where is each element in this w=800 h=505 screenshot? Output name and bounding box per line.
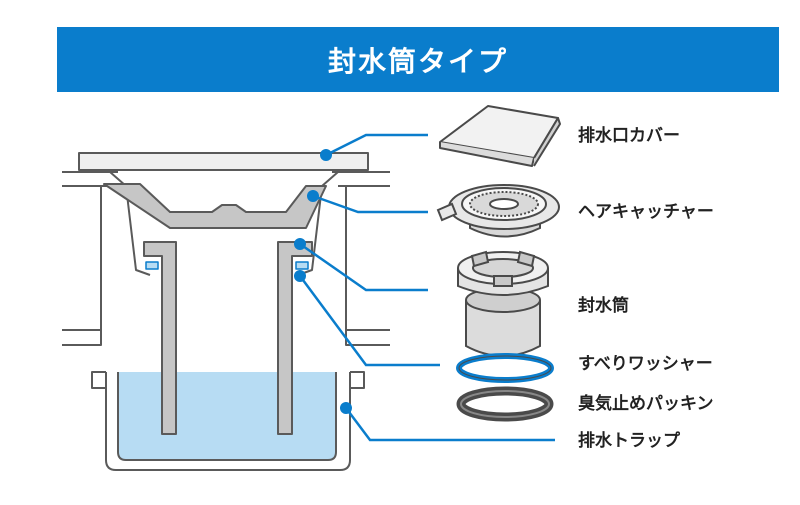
label-hair-catcher: ヘアキャッチャー <box>578 202 714 222</box>
label-drain-trap: 排水トラップ <box>578 431 680 451</box>
odor-packing-part <box>456 386 554 422</box>
water <box>117 372 337 461</box>
sealing-tube-left <box>143 241 177 435</box>
leader-lines <box>298 133 555 442</box>
label-slip-washer: すべりワッシャー <box>578 354 713 374</box>
cross-section <box>62 152 390 471</box>
hair-catcher-part <box>436 184 560 238</box>
page-title: 封水筒タイプ <box>327 44 508 78</box>
slip-washer-part <box>456 353 554 383</box>
hair-catcher-section <box>103 183 327 229</box>
leader-dots <box>294 149 352 414</box>
sealing-tube-right <box>277 241 313 435</box>
label-drain-cover: 排水口カバー <box>578 126 680 146</box>
sealing-tube-part <box>457 250 549 357</box>
title-banner: 封水筒タイプ <box>57 27 779 92</box>
label-sealing-tube: 封水筒 <box>578 296 629 316</box>
cover-plate-section <box>78 152 369 171</box>
label-odor-packing: 臭気止めパッキン <box>578 394 714 414</box>
drain-cover-part <box>439 105 561 167</box>
